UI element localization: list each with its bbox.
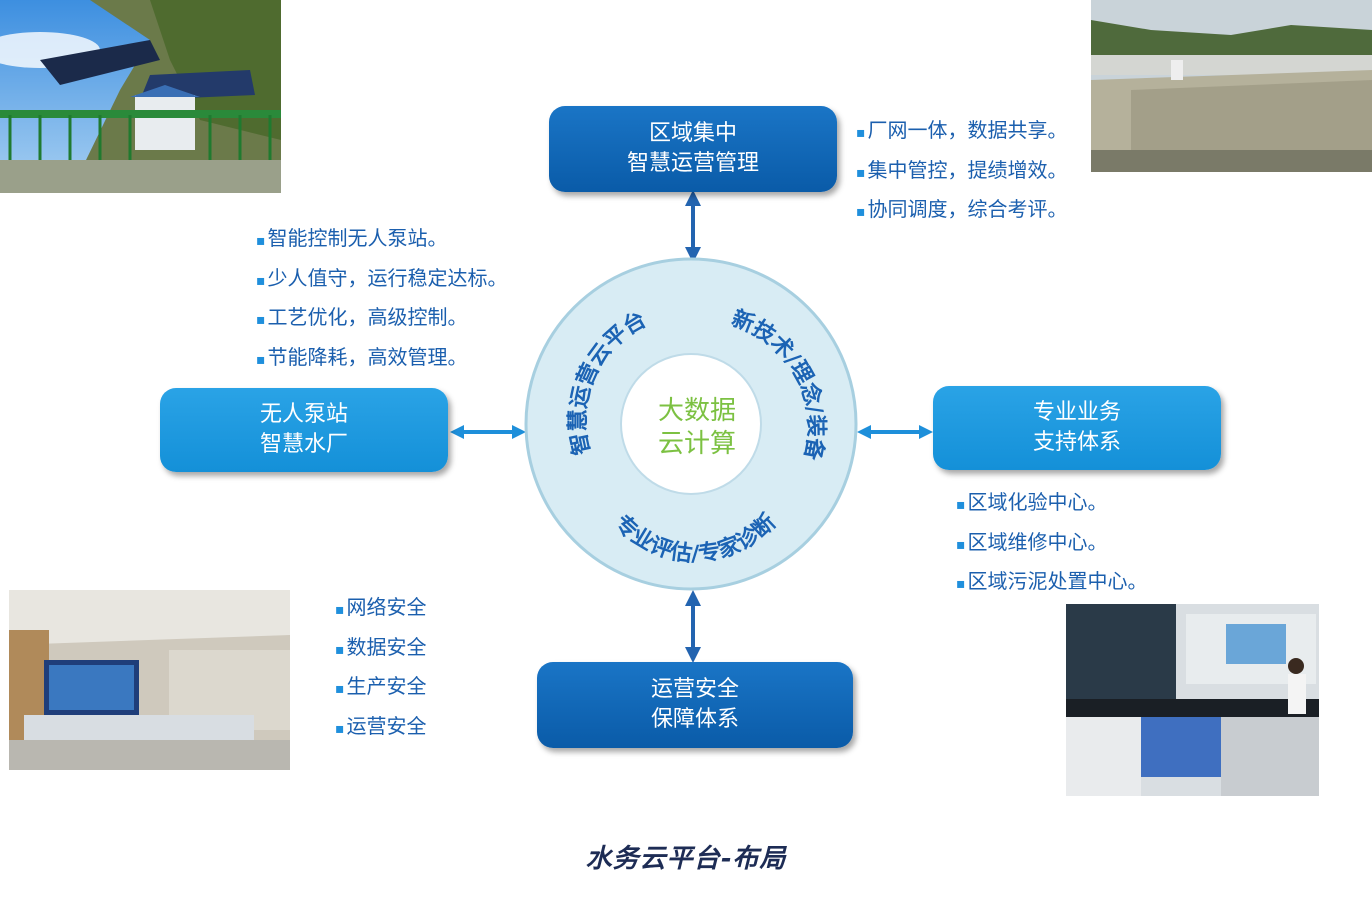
top-box-line2: 智慧运营管理: [626, 151, 759, 176]
left-bullet-4: 节能降耗，高效管理。: [256, 345, 508, 385]
left-bullet-1: 智能控制无人泵站。: [256, 226, 508, 266]
center-text-line1: 大数据: [658, 396, 736, 426]
inner-circle: [620, 353, 762, 495]
bottom-box-line1: 运营安全: [650, 677, 739, 702]
left-box-line1: 无人泵站: [259, 402, 348, 427]
top-box-regional-management: 区域集中 智慧运营管理: [549, 106, 837, 192]
top-bullet-3: 协同调度，综合考评。: [856, 197, 1068, 237]
solar-pump-station-photo: [0, 0, 281, 193]
right-bullet-3: 区域污泥处置中心。: [956, 569, 1148, 609]
left-box-line2: 智慧水厂: [259, 432, 348, 457]
top-bullet-2: 集中管控，提绩增效。: [856, 158, 1068, 198]
bottom-box-security-system: 运营安全 保障体系: [537, 662, 853, 748]
right-box-support-system: 专业业务 支持体系: [933, 386, 1221, 470]
bottom-bullet-3: 生产安全: [335, 674, 427, 714]
left-bullet-3: 工艺优化，高级控制。: [256, 305, 508, 345]
left-bullet-2: 少人值守，运行稳定达标。: [256, 266, 508, 306]
left-box-pump-station: 无人泵站 智慧水厂: [160, 388, 448, 472]
right-box-line2: 支持体系: [1032, 430, 1121, 455]
right-bullet-2: 区域维修中心。: [956, 530, 1148, 570]
top-bullet-1: 厂网一体，数据共享。: [856, 118, 1068, 158]
left-bullet-list: 智能控制无人泵站。 少人值守，运行稳定达标。 工艺优化，高级控制。 节能降耗，高…: [256, 226, 508, 384]
sedimentation-tank-photo: [1091, 0, 1372, 172]
right-box-line1: 专业业务: [1032, 400, 1121, 425]
bottom-bullet-4: 运营安全: [335, 714, 427, 754]
laboratory-photo: [1066, 604, 1319, 796]
control-room-photo: [9, 590, 290, 770]
center-text-line2: 云计算: [658, 429, 736, 459]
top-box-line1: 区域集中: [648, 121, 737, 146]
bottom-box-line2: 保障体系: [650, 707, 739, 732]
top-bullet-list: 厂网一体，数据共享。 集中管控，提绩增效。 协同调度，综合考评。: [856, 118, 1068, 237]
right-bullet-list: 区域化验中心。 区域维修中心。 区域污泥处置中心。: [956, 490, 1148, 609]
bottom-bullet-list: 网络安全 数据安全 生产安全 运营安全: [335, 595, 427, 753]
bottom-bullet-1: 网络安全: [335, 595, 427, 635]
page-caption: 水务云平台-布局: [585, 844, 787, 874]
bottom-bullet-2: 数据安全: [335, 635, 427, 675]
right-bullet-1: 区域化验中心。: [956, 490, 1148, 530]
